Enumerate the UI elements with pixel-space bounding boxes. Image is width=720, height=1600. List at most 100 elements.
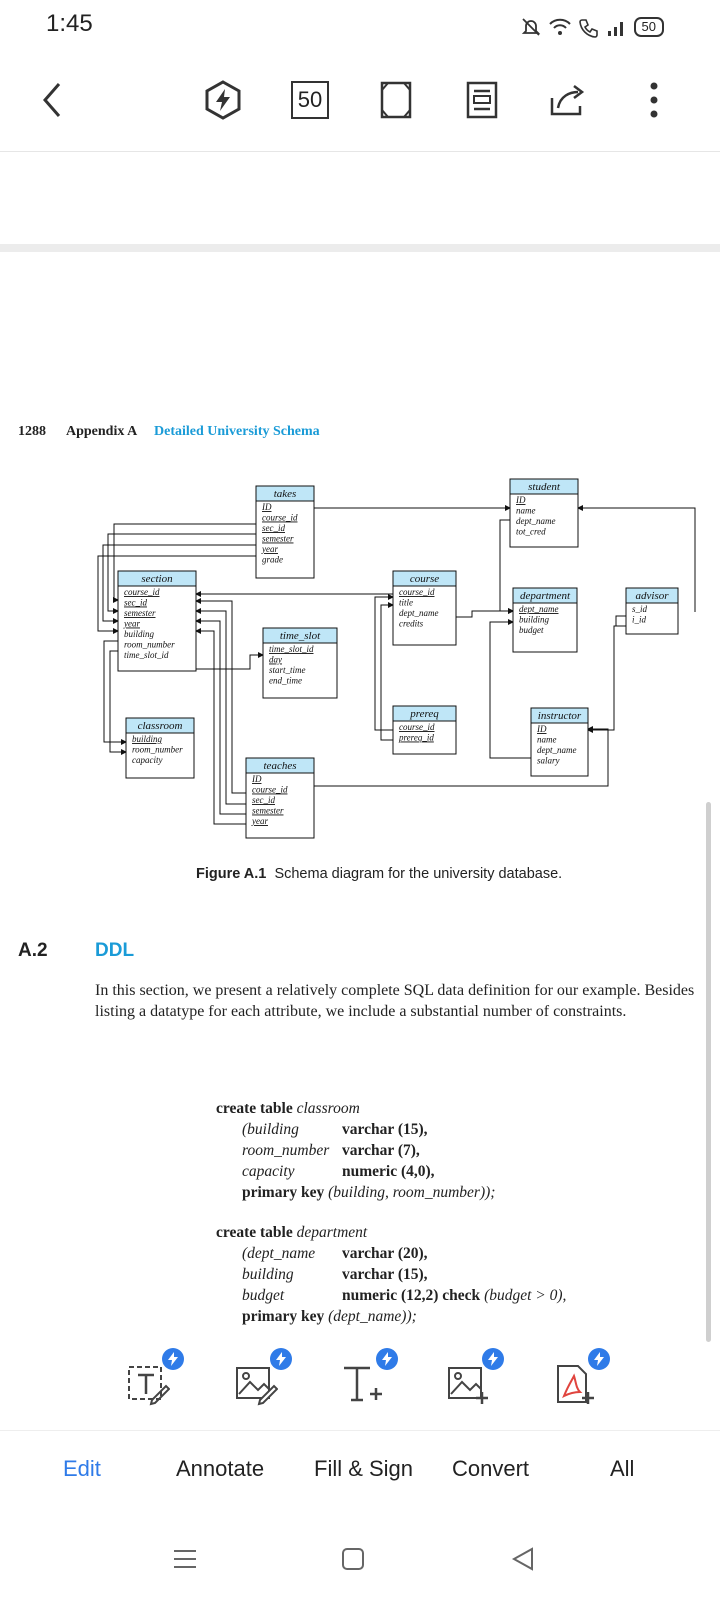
table-attribute: ID	[261, 502, 272, 512]
table-attribute: dept_name	[519, 604, 559, 614]
code-type: varchar (7),	[342, 1142, 420, 1159]
table-attribute: title	[399, 598, 413, 608]
code-type: varchar (20),	[342, 1245, 428, 1262]
table-attribute: credits	[399, 619, 424, 629]
table-header	[245, 757, 315, 774]
code-type: varchar (15),	[342, 1121, 428, 1138]
table-attribute: dept_name	[399, 608, 439, 618]
recent-apps-button[interactable]	[172, 1546, 198, 1577]
tab-edit[interactable]: Edit	[63, 1456, 101, 1481]
table-name: section	[141, 573, 173, 585]
text-edit-icon	[128, 1366, 171, 1406]
table-name: instructor	[538, 710, 582, 722]
table-advisor: advisor s_idi_id	[625, 587, 679, 635]
table-attribute: time_slot_id	[124, 650, 169, 660]
menu-lines-icon	[174, 1550, 196, 1568]
page-count-button[interactable]: 50	[288, 78, 332, 122]
table-name: takes	[274, 488, 297, 500]
code-column: budget	[242, 1287, 285, 1304]
table-attribute: semester	[262, 534, 294, 544]
table-name: classroom	[138, 720, 183, 732]
ai-badge-icon	[588, 1348, 610, 1370]
table-header	[509, 478, 579, 495]
table-attribute: ID	[251, 774, 262, 784]
appendix-label: Appendix A	[66, 424, 138, 439]
table-attribute: dept_name	[516, 516, 556, 526]
tabs-divider	[0, 1430, 720, 1431]
code-keyword: primary key	[242, 1184, 325, 1201]
table-attribute: building	[519, 615, 550, 625]
table-attribute: i_id	[632, 615, 647, 625]
figure-caption: Figure A.1 Schema diagram for the univer…	[196, 866, 562, 882]
chapter-title: Detailed University Schema	[154, 424, 320, 439]
tab-convert[interactable]: Convert	[452, 1456, 530, 1481]
table-name: advisor	[636, 590, 670, 602]
table-attribute: room_number	[132, 745, 183, 755]
table-attribute: name	[537, 735, 557, 745]
edit-text-tool[interactable]	[126, 1348, 184, 1410]
table-header	[392, 705, 457, 722]
tab-annotate[interactable]: Annotate	[176, 1456, 265, 1481]
add-image-tool[interactable]	[446, 1348, 504, 1410]
code-table-name: classroom	[296, 1100, 360, 1117]
table-attribute: tot_cred	[516, 527, 546, 537]
home-square-icon	[342, 1548, 364, 1570]
code-keyword: create table	[216, 1100, 293, 1117]
reading-mode-button[interactable]	[460, 78, 504, 122]
code-column: room_number	[242, 1142, 330, 1159]
add-text-icon	[344, 1366, 382, 1402]
section-title: DDL	[95, 940, 135, 961]
code-type: numeric (4,0),	[342, 1163, 435, 1180]
share-button[interactable]	[546, 78, 590, 122]
table-attribute: s_id	[632, 604, 648, 614]
code-table-name: department	[296, 1224, 368, 1241]
table-attribute: start_time	[269, 665, 306, 675]
table-header	[392, 570, 457, 587]
system-back-button[interactable]	[510, 1546, 536, 1577]
table-attribute: ID	[515, 495, 526, 505]
smart-tools-button[interactable]	[201, 78, 245, 122]
figure-label: Figure A.1	[196, 866, 267, 882]
code-column: (building	[242, 1121, 299, 1138]
table-header	[125, 717, 195, 734]
convert-pdf-tool[interactable]	[552, 1348, 610, 1410]
table-attribute: ID	[536, 724, 547, 734]
scrollbar[interactable]	[706, 802, 711, 1342]
code-type: varchar (15),	[342, 1266, 428, 1283]
edit-image-tool[interactable]	[234, 1348, 292, 1410]
back-triangle-icon	[511, 1547, 533, 1571]
code-column: (dept_name	[242, 1245, 316, 1262]
table-attribute: end_time	[269, 676, 302, 686]
fullscreen-button[interactable]	[374, 78, 418, 122]
table-header	[262, 627, 338, 644]
tab-all[interactable]: All	[610, 1456, 635, 1481]
tab-fill-sign[interactable]: Fill & Sign	[314, 1456, 414, 1481]
back-button[interactable]	[30, 78, 74, 122]
table-attribute: time_slot_id	[269, 644, 314, 654]
home-button[interactable]	[340, 1546, 366, 1577]
table-attribute: building	[132, 734, 163, 744]
table-header	[512, 587, 578, 604]
code-keyword: create table	[216, 1224, 293, 1241]
document-view-icon	[466, 81, 498, 119]
add-text-tool[interactable]	[340, 1348, 398, 1410]
table-name: time_slot	[280, 630, 321, 642]
code-key-list: (building, room_number));	[328, 1184, 496, 1201]
table-attribute: course_id	[124, 587, 160, 597]
table-header	[530, 707, 589, 724]
more-options-button[interactable]	[632, 78, 676, 122]
add-image-icon	[448, 1367, 488, 1404]
lightning-hexagon-icon	[205, 80, 241, 120]
signal-icon	[607, 22, 623, 36]
code-type: numeric (12,2)	[342, 1287, 439, 1304]
table-attribute: sec_id	[252, 795, 275, 805]
pdf-convert-icon	[557, 1365, 594, 1404]
table-attribute: budget	[519, 625, 544, 635]
section-number: A.2	[18, 940, 48, 961]
status-time: 1:45	[46, 10, 93, 37]
code-keyword: check	[442, 1287, 481, 1304]
